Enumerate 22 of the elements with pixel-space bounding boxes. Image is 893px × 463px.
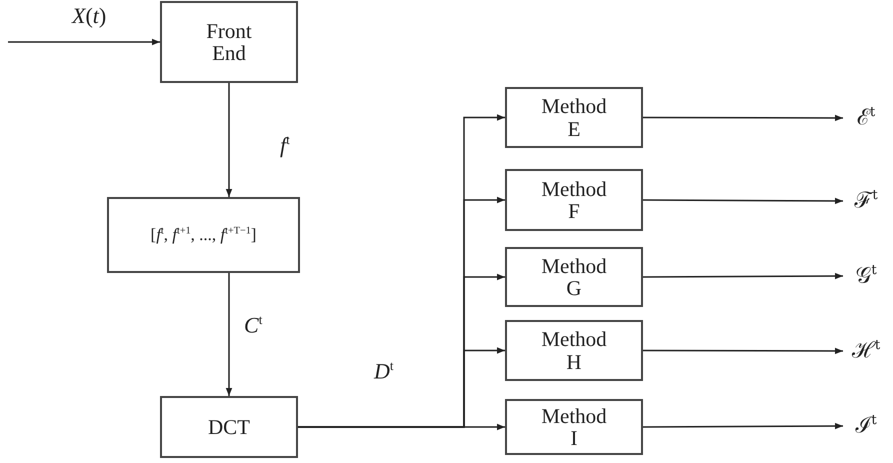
arrow [298, 424, 505, 430]
process-box: Method G [505, 247, 643, 307]
process-box: Front End [160, 1, 298, 83]
process-box: [f$^{t}$, f$^{t+1}$, ..., f$^{t+T−1}$] [107, 197, 300, 273]
process-box: DCT [160, 396, 298, 458]
process-box: Method F [505, 169, 643, 231]
process-box: Method I [505, 399, 643, 455]
output-label: ℰ$^{t}$ [843, 100, 889, 136]
arrow [226, 83, 232, 197]
arrow [643, 272, 843, 280]
arrow [8, 38, 160, 46]
arrow [643, 198, 843, 204]
arrow [643, 348, 843, 354]
arrow [226, 273, 232, 396]
output-label: ℐ$^{t}$ [843, 408, 889, 444]
output-label: 𝒢$^{t}$ [843, 258, 889, 294]
arrow [643, 422, 843, 430]
process-box: Method E [505, 87, 643, 148]
output-label: ℱ$^{t}$ [843, 183, 889, 219]
output-label: ℋ$^{t}$ [843, 333, 889, 369]
process-box: Method H [505, 320, 643, 381]
arrow [643, 114, 843, 122]
